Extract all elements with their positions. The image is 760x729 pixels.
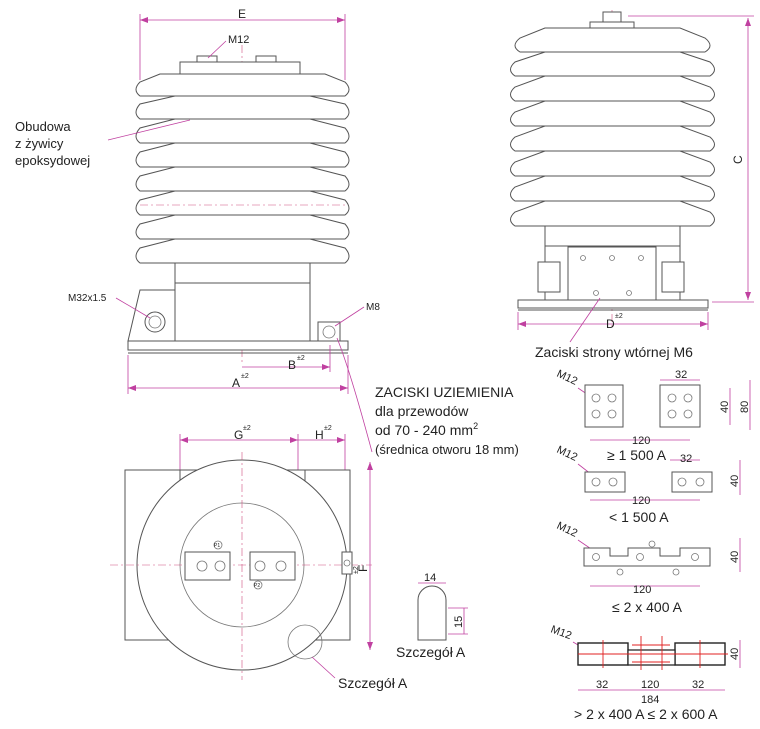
mark-p2: P2 (254, 583, 260, 589)
terminal-2-caption: < 1 500 A (609, 509, 669, 525)
detail-a-caption: Szczegół A (396, 644, 466, 660)
terminal-3-thread: M12 (555, 520, 579, 540)
terminal-1-dim-h1: 40 (719, 401, 731, 413)
m32-label: M32x1.5 (68, 293, 107, 304)
detail-a-width: 14 (424, 572, 436, 584)
dim-g-label: G (234, 428, 243, 442)
terminal-3-dim-h1: 40 (729, 551, 741, 563)
earthing-title: ZACISKI UZIEMIENIA (375, 384, 514, 400)
dim-h-tol: ±2 (324, 425, 332, 432)
detail-a-height: 15 (453, 616, 465, 628)
insulator-sheds (135, 73, 350, 284)
m8-label: M8 (366, 302, 380, 313)
terminal-1-dim-top: 32 (675, 369, 687, 381)
terminal-1-dim-bottom: 120 (632, 435, 650, 447)
dim-d-tol: ±2 (615, 313, 623, 320)
m12-top-label: M12 (228, 34, 249, 46)
top-view: G ±2 H ±2 P1 P2 F ±2 (110, 425, 408, 691)
dim-a-tol: ±2 (241, 373, 249, 380)
side-view: C D ±2 Zaciski strony wtórnej M6 (510, 10, 754, 360)
terminal-4-dim-mid: 120 (641, 679, 659, 691)
side-sheds (510, 27, 715, 247)
earthing-line1: dla przewodów (375, 403, 469, 419)
dim-f-tol: ±2 (353, 566, 360, 574)
earthing-line3: (średnica otworu 18 mm) (375, 442, 519, 457)
earthing-line2: od 70 - 240 mm2 (375, 421, 478, 438)
terminal-variant-3: M12 40 120 ≤ 2 x 400 A (555, 520, 741, 615)
terminal-4-thread: M12 (549, 624, 573, 643)
earthing-note: ZACISKI UZIEMIENIA dla przewodów od 70 -… (336, 337, 519, 457)
terminal-variant-1: M12 32 40 80 120 ≥ 1 500 A (555, 368, 751, 463)
terminal-1-dim-h2: 80 (739, 401, 751, 413)
terminal-4-dim-total: 184 (641, 694, 659, 706)
terminal-2-thread: M12 (555, 444, 579, 464)
terminal-variant-4: M12 40 32 120 32 184 > 2 x 400 A ≤ 2 x 6… (549, 624, 741, 722)
terminal-1-thread: M12 (555, 368, 579, 388)
front-view: E M12 Obudowa z żywicy epoksydowej (15, 7, 380, 394)
dim-d-label: D (606, 317, 615, 331)
dim-a-label: A (232, 376, 240, 390)
dim-b-tol: ±2 (297, 355, 305, 362)
terminal-2-dim-top: 32 (680, 453, 692, 465)
terminal-4-dim-h1: 40 (729, 648, 741, 660)
mark-p1: P1 (214, 543, 220, 549)
terminal-4-caption: > 2 x 400 A ≤ 2 x 600 A (574, 706, 718, 722)
detail-a: 14 15 Szczegół A (396, 572, 468, 660)
detail-a-callout: Szczegół A (338, 675, 408, 691)
dim-e-label: E (238, 7, 246, 21)
dim-g-tol: ±2 (243, 425, 251, 432)
terminal-4-dim-right: 32 (692, 679, 704, 691)
terminal-2-dim-h1: 40 (729, 475, 741, 487)
dim-f-label: F (356, 565, 370, 572)
housing-note: Obudowa z żywicy epoksydowej (15, 119, 90, 168)
secondary-terminals-caption: Zaciski strony wtórnej M6 (535, 344, 693, 360)
terminal-4-dim-left: 32 (596, 679, 608, 691)
dim-c-label: C (731, 155, 745, 164)
terminal-1-caption: ≥ 1 500 A (607, 447, 667, 463)
terminal-3-dim-bottom: 120 (633, 584, 651, 596)
terminal-variant-2: M12 32 40 120 < 1 500 A (555, 444, 741, 525)
terminal-2-dim-bottom: 120 (632, 495, 650, 507)
dim-h-label: H (315, 428, 324, 442)
dim-b-label: B (288, 358, 296, 372)
terminal-3-caption: ≤ 2 x 400 A (612, 599, 683, 615)
